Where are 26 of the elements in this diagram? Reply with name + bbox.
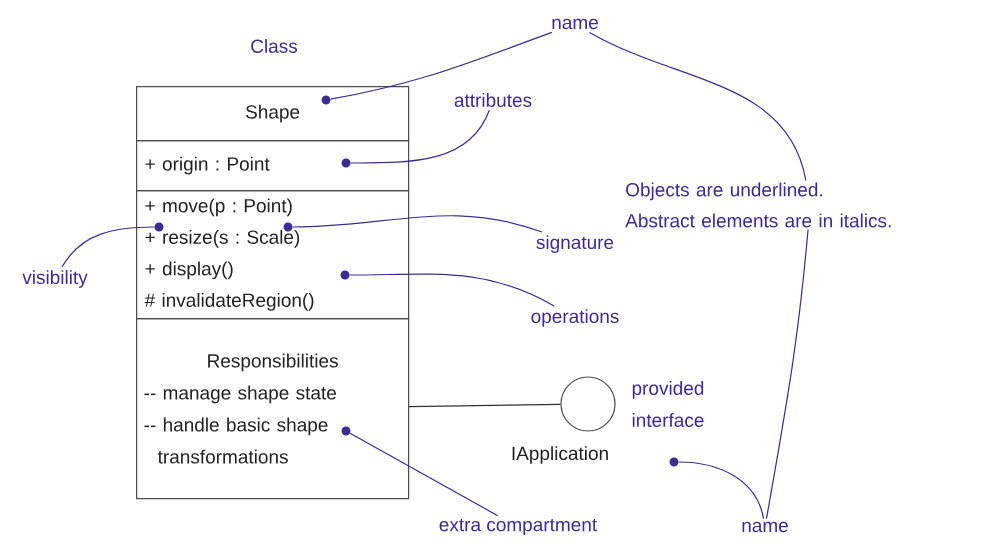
leader-line [765, 229, 809, 520]
operation-compartment: + move(p : Point) + resize(s : Scale) + display() # invalidateRegion() [136, 190, 410, 320]
leader-line [61, 226, 155, 268]
annotation-label: name [742, 521, 788, 533]
interface-circle [560, 376, 616, 432]
connector-line [408, 403, 561, 408]
annotation-label: extra compartment [439, 518, 598, 536]
interface-name: IApplication [512, 446, 608, 464]
class-name-compartment: Shape [136, 86, 410, 142]
leader-line [330, 31, 553, 100]
leader-line [292, 215, 543, 233]
annotation-label: signature [536, 235, 614, 253]
annotation-label: operations [531, 309, 619, 327]
responsibility-compartment: Responsibilities -- manage shape state -- handle basic shape transformations [136, 318, 410, 500]
attribute-compartment: + origin : Point [136, 140, 410, 192]
note-text: Objects are underlined. Abstract elements are in italics. [625, 182, 891, 228]
leader-line [588, 31, 807, 181]
leader-line [349, 273, 555, 307]
heading-label: Class [251, 39, 298, 53]
leader-line [349, 432, 499, 517]
leader-line [350, 109, 490, 164]
leader-line [678, 461, 765, 520]
annotation-label: provided interface [632, 381, 704, 427]
annotation-label: attributes [454, 93, 532, 107]
annotation-label: name [552, 18, 598, 30]
annotation-label: visibility [22, 270, 88, 288]
